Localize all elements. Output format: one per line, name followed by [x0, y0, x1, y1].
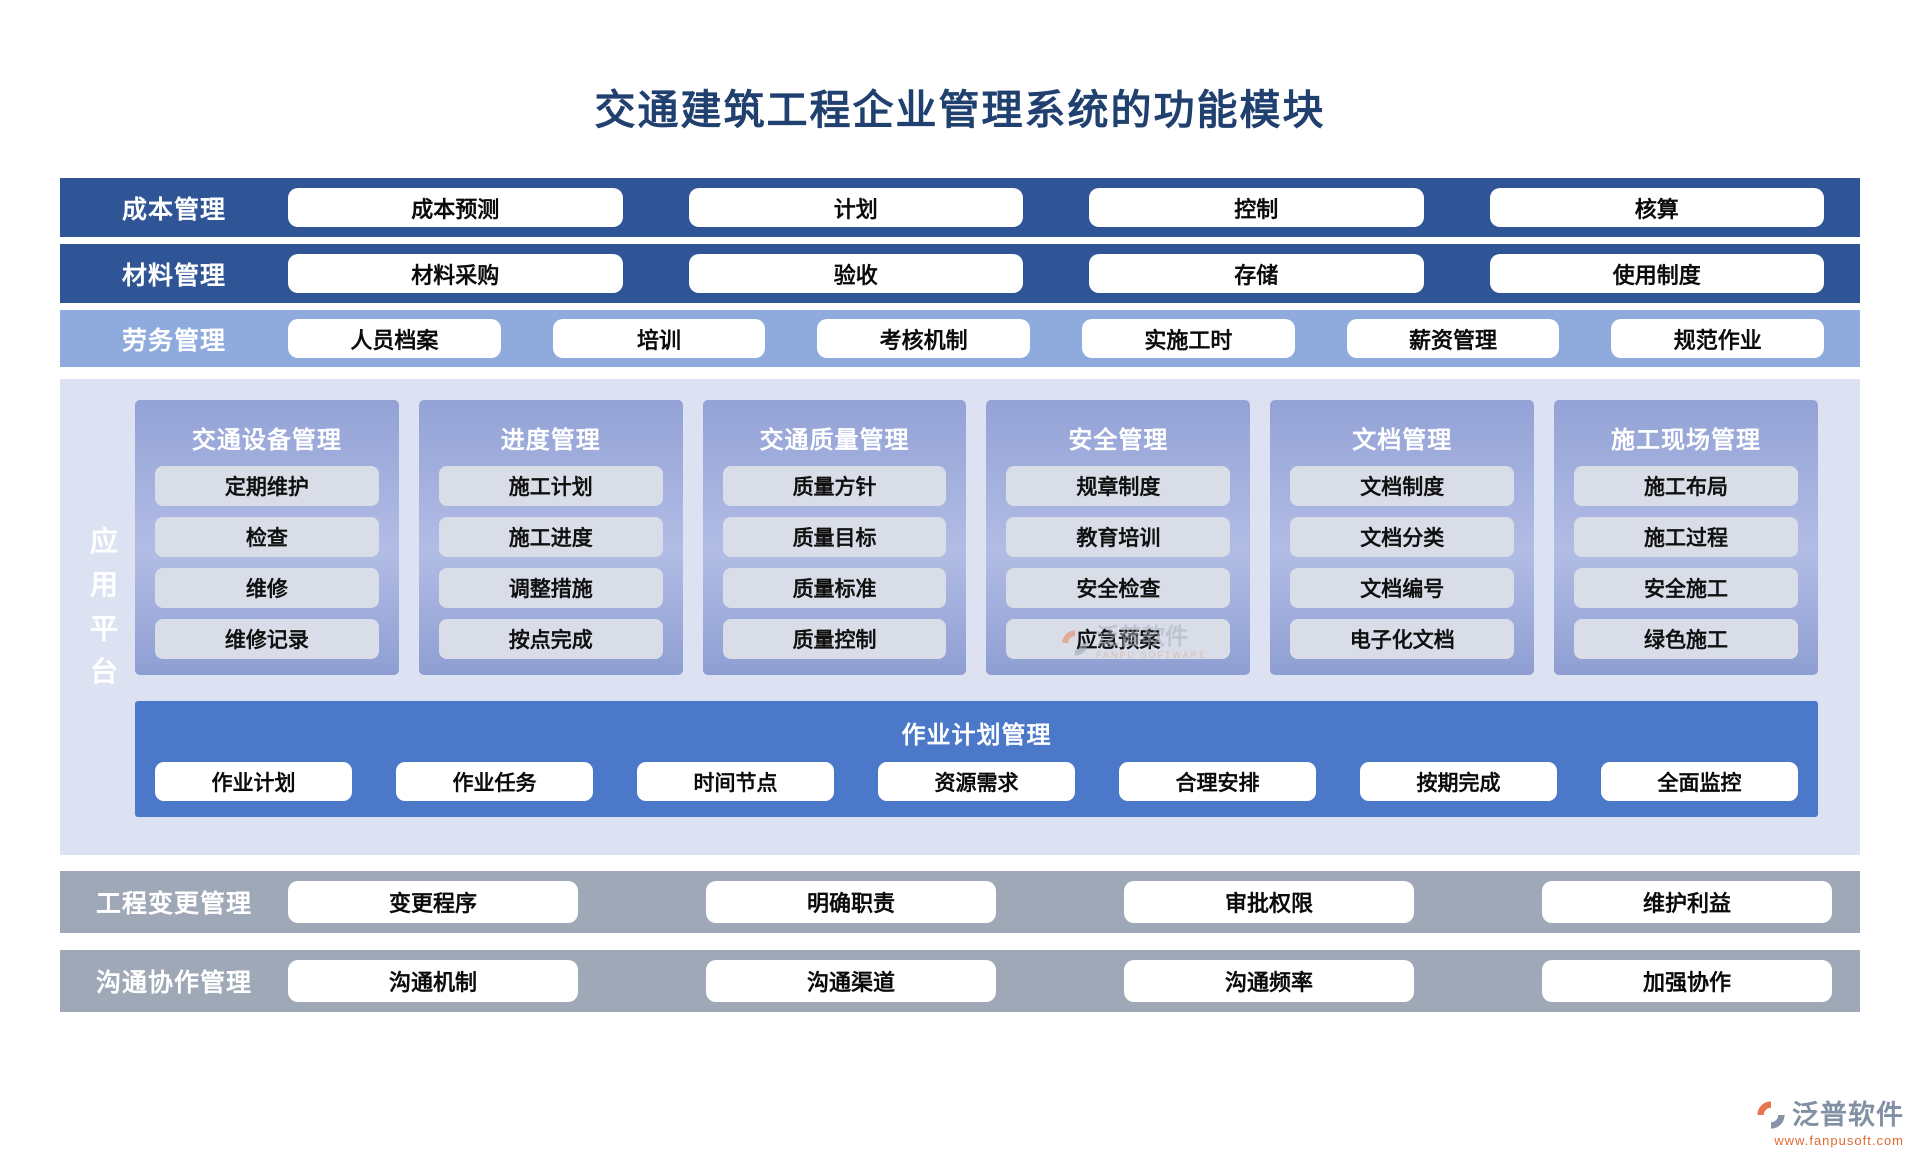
module-pill: 考核机制	[817, 319, 1031, 358]
band-item: 作业计划	[155, 762, 352, 801]
job-plan-band-items: 作业计划 作业任务 时间节点 资源需求 合理安排 按期完成 全面监控	[155, 762, 1798, 801]
category-row: 材料管理 材料采购 验收 存储 使用制度	[60, 244, 1860, 303]
band-item: 作业任务	[396, 762, 593, 801]
column-item: 应急预案	[1006, 619, 1231, 659]
category-label: 沟通协作管理	[95, 969, 252, 997]
column-item: 调整措施	[438, 568, 663, 608]
band-item: 时间节点	[637, 762, 834, 801]
job-plan-band-header: 作业计划管理	[901, 722, 1052, 749]
page-title: 交通建筑工程企业管理系统的功能模块	[594, 87, 1326, 133]
column-item: 安全检查	[1006, 568, 1231, 608]
column-item: 定期维护	[155, 466, 379, 506]
column-header: 文档管理	[1352, 427, 1453, 454]
column-item: 维修记录	[155, 619, 379, 659]
column-item: 按点完成	[438, 619, 663, 659]
module-pill: 沟通机制	[288, 960, 578, 1002]
module-pill: 规范作业	[1611, 319, 1825, 358]
band-item: 全面监控	[1601, 762, 1798, 801]
column-header: 交通设备管理	[191, 427, 342, 454]
column-item: 电子化文档	[1290, 619, 1515, 659]
module-pill: 实施工时	[1082, 319, 1295, 358]
job-plan-band: 作业计划管理 作业计划 作业任务 时间节点 资源需求 合理安排 按期完成 全面监控	[135, 701, 1818, 817]
column-item: 文档制度	[1290, 466, 1515, 506]
module-pill: 材料采购	[288, 254, 623, 293]
category-row: 沟通协作管理 沟通机制 沟通渠道 沟通频率 加强协作	[60, 950, 1860, 1012]
column-item: 检查	[155, 517, 379, 557]
platform-column: 安全管理规章制度教育培训安全检查应急预案	[986, 400, 1251, 675]
category-label: 成本管理	[121, 195, 226, 224]
module-pill: 验收	[688, 254, 1023, 293]
module-pill: 核算	[1489, 188, 1824, 227]
bottom-category-rows: 工程变更管理 变更程序 明确职责 审批权限 维护利益沟通协作管理 沟通机制 沟通渠道 沟通频率…	[60, 871, 1860, 1012]
column-item: 绿色施工	[1574, 619, 1798, 659]
band-item: 合理安排	[1119, 762, 1316, 801]
module-pill: 人员档案	[288, 319, 501, 358]
platform-column: 交通质量管理质量方针质量目标质量标准质量控制	[702, 400, 967, 675]
column-header: 进度管理	[500, 427, 601, 454]
platform-column: 进度管理施工计划施工进度调整措施按点完成	[418, 400, 683, 675]
column-item: 维修	[155, 568, 379, 608]
column-header: 交通质量管理	[759, 427, 910, 454]
module-pill: 存储	[1089, 254, 1424, 293]
module-pill: 审批权限	[1124, 881, 1414, 923]
column-item: 质量目标	[722, 517, 947, 557]
fanpu-logo-icon	[1755, 1099, 1787, 1131]
module-pill: 加强协作	[1542, 960, 1832, 1002]
fanpu-logo-row: 泛普软件	[1755, 1099, 1904, 1131]
top-category-rows: 成本管理 成本预测 计划 控制 核算材料管理 材料采购 验收 存储 使用制度劳务管理 人员档案 培训…	[60, 178, 1860, 367]
category-row: 工程变更管理 变更程序 明确职责 审批权限 维护利益	[60, 871, 1860, 933]
category-items: 沟通机制 沟通渠道 沟通频率 加强协作	[288, 960, 1860, 1002]
module-pill: 变更程序	[288, 881, 578, 923]
module-pill: 使用制度	[1489, 254, 1824, 293]
band-item: 按期完成	[1360, 762, 1557, 801]
module-pill: 沟通渠道	[706, 960, 996, 1002]
application-platform-panel: 应用平台 交通设备管理定期维护检查维修维修记录进度管理施工计划施工进度调整措施按…	[60, 379, 1860, 855]
module-pill: 薪资管理	[1346, 319, 1560, 358]
module-pill: 培训	[552, 319, 766, 358]
platform-column: 交通设备管理定期维护检查维修维修记录	[135, 400, 399, 675]
module-pill: 成本预测	[288, 188, 623, 227]
column-item: 施工进度	[438, 517, 663, 557]
column-item: 安全施工	[1574, 568, 1798, 608]
category-items: 材料采购 验收 存储 使用制度	[288, 254, 1860, 293]
category-items: 成本预测 计划 控制 核算	[288, 188, 1860, 227]
diagram-canvas: 交通建筑工程企业管理系统的功能模块 成本管理 成本预测 计划 控制 核算材料管理 材料采购…	[0, 76, 1920, 1012]
fanpu-brand-name: 泛普软件	[1792, 1099, 1904, 1130]
column-header: 施工现场管理	[1611, 427, 1762, 454]
module-pill: 明确职责	[706, 881, 996, 923]
column-item: 质量方针	[722, 466, 947, 506]
fanpu-brand-url: www.fanpusoft.com	[1774, 1133, 1904, 1148]
category-label: 工程变更管理	[95, 890, 252, 918]
category-items: 人员档案 培训 考核机制 实施工时 薪资管理 规范作业	[288, 319, 1860, 358]
column-item: 文档编号	[1290, 568, 1515, 608]
platform-column: 文档管理文档制度文档分类文档编号电子化文档	[1270, 400, 1535, 675]
module-pill: 控制	[1089, 188, 1424, 227]
column-item: 施工过程	[1574, 517, 1798, 557]
fanpu-logo: 泛普软件 www.fanpusoft.com	[1755, 1099, 1904, 1148]
category-label: 劳务管理	[121, 326, 226, 355]
column-item: 教育培训	[1006, 517, 1231, 557]
category-row: 成本管理 成本预测 计划 控制 核算	[60, 178, 1860, 237]
column-item: 质量标准	[722, 568, 947, 608]
band-item: 资源需求	[878, 762, 1075, 801]
module-pill: 维护利益	[1542, 881, 1832, 923]
column-item: 文档分类	[1290, 517, 1515, 557]
module-pill: 沟通频率	[1124, 960, 1414, 1002]
column-item: 施工计划	[438, 466, 663, 506]
category-row: 劳务管理 人员档案 培训 考核机制 实施工时 薪资管理 规范作业	[60, 310, 1860, 367]
platform-column: 施工现场管理施工布局施工过程安全施工绿色施工	[1554, 400, 1818, 675]
category-label: 材料管理	[121, 261, 226, 290]
module-pill: 计划	[688, 188, 1023, 227]
column-item: 质量控制	[722, 619, 947, 659]
column-item: 施工布局	[1574, 466, 1798, 506]
category-items: 变更程序 明确职责 审批权限 维护利益	[288, 881, 1860, 923]
platform-side-label: 应用平台	[89, 525, 118, 687]
platform-columns: 交通设备管理定期维护检查维修维修记录进度管理施工计划施工进度调整措施按点完成交通…	[135, 400, 1818, 675]
column-item: 规章制度	[1006, 466, 1231, 506]
column-header: 安全管理	[1068, 427, 1169, 454]
